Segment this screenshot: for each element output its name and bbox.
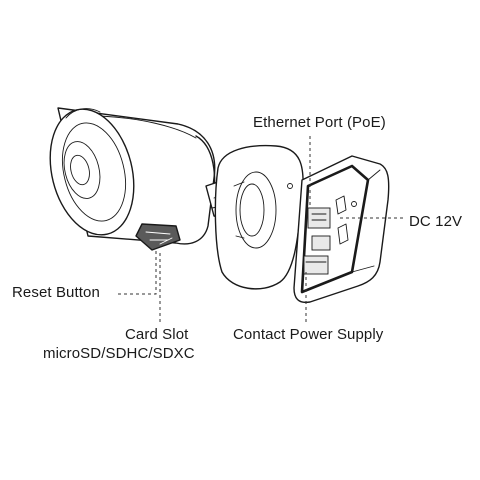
card-types-label: microSD/SDHC/SDXC — [43, 345, 195, 362]
ethernet-port-label: Ethernet Port (PoE) — [253, 114, 386, 131]
lens-assembly — [49, 108, 135, 236]
reset-button-label: Reset Button — [12, 284, 100, 301]
ethernet-connector — [307, 207, 331, 229]
mount-plate — [214, 144, 304, 290]
contact-power-label: Contact Power Supply — [233, 326, 384, 343]
junction-box — [293, 155, 390, 304]
leader-reset — [118, 250, 157, 295]
leader-lines — [118, 136, 404, 322]
card-slot-label: Card Slot — [125, 326, 189, 343]
dc-power-label: DC 12V — [409, 213, 463, 230]
card-slot-cover — [135, 223, 181, 251]
